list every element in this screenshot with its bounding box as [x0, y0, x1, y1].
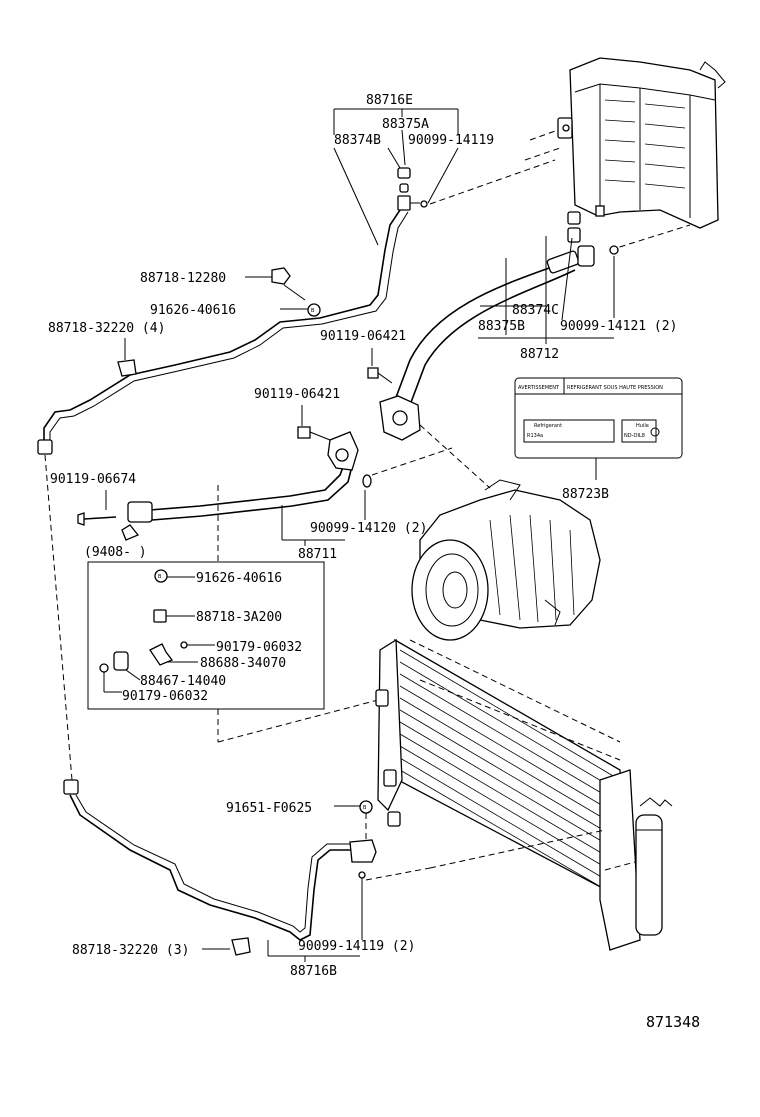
label-88374C: 88374C	[512, 303, 559, 318]
label-90099-14119-2: 90099-14119 (2)	[298, 939, 415, 954]
label-91626-40616-box: 91626-40616	[196, 571, 282, 586]
label-88712: 88712	[520, 347, 559, 362]
refrigerant-caption: Refrigerant	[534, 423, 562, 429]
compressor	[411, 479, 601, 641]
label-9408: (9408- )	[84, 545, 147, 560]
bolt-90119-06674: 90119-06674	[50, 472, 136, 526]
label-90099-14121: 90099-14121 (2)	[560, 319, 677, 334]
label-90119-06421-a: 90119-06421	[320, 329, 406, 344]
warning-label-88723B: AVERTISSEMENT REFRIGERANT SOUS HAUTE PRE…	[514, 377, 683, 502]
pipe-88716B: 90099-14119 (2) 88716B	[63, 779, 415, 979]
evaporator-unit	[524, 57, 726, 251]
label-88718-32220-4: 88718-32220 (4)	[48, 321, 165, 336]
label-91651-F0625: 91651-F0625	[226, 801, 312, 816]
label-88375A: 88375A	[382, 117, 429, 132]
label-88718-3A200: 88718-3A200	[196, 610, 282, 625]
label-90119-06421-b: 90119-06421	[254, 387, 340, 402]
label-88716B: 88716B	[290, 964, 337, 979]
pipe-88716E	[37, 209, 409, 781]
label-88375B: 88375B	[478, 319, 525, 334]
bolt-90119-06421-a: 90119-06421	[320, 329, 406, 384]
label-90099-14120: 90099-14120 (2)	[310, 521, 427, 536]
label-90119-06674: 90119-06674	[50, 472, 136, 487]
label-88723B: 88723B	[562, 487, 609, 502]
bolt-90119-06421-b: 90119-06421	[254, 387, 340, 441]
warning-header-left: AVERTISSEMENT	[518, 385, 560, 391]
warning-header-right: REFRIGERANT SOUS HAUTE PRESSION	[567, 385, 663, 391]
bolt-symbol: B	[311, 308, 315, 314]
hose-88712	[379, 211, 619, 489]
bolt-symbol-cond: B	[363, 805, 367, 811]
oil-caption: Huile	[636, 423, 649, 429]
clip-88718-32220-4: 88718-32220 (4)	[48, 321, 165, 377]
label-88711: 88711	[298, 547, 337, 562]
label-90099-14119-top: 90099-14119	[408, 133, 494, 148]
clamp-88718-12280: 88718-12280	[140, 267, 306, 301]
bolt-91626-40616-top: 91626-40616 B	[150, 303, 321, 318]
label-88718-32220-3: 88718-32220 (3)	[72, 943, 189, 958]
label-91626-40616-top: 91626-40616	[150, 303, 236, 318]
hose-88711: 90099-14120 (2) 88711	[121, 431, 453, 562]
label-88374B: 88374B	[334, 133, 381, 148]
label-88688-34070: 88688-34070	[200, 656, 286, 671]
group-88716E: 88716E 88375A 88374B 90099-14119	[333, 93, 494, 246]
fitting-88375A-88374B	[397, 159, 556, 211]
detail-box-9408: (9408- ) B 91626-40616 88718-3A200 90179…	[84, 485, 379, 743]
label-88716E: 88716E	[366, 93, 413, 108]
refrigerant-value: R134a	[527, 433, 543, 439]
oil-value: ND-OIL8	[624, 433, 645, 439]
label-90179-06032-b: 90179-06032	[122, 689, 208, 704]
label-88467-14040: 88467-14040	[140, 674, 226, 689]
bolt-91651-F0625: 91651-F0625 B	[226, 800, 606, 881]
bolt-symbol-box: B	[158, 574, 162, 580]
group-88712: 88374C 88375B 90099-14121 (2) 88712	[478, 236, 677, 362]
condenser	[375, 638, 673, 951]
label-90179-06032-a: 90179-06032	[216, 640, 302, 655]
clip-88718-32220-3: 88718-32220 (3)	[72, 937, 251, 958]
label-88718-12280: 88718-12280	[140, 271, 226, 286]
diagram-number: 871348	[646, 1013, 700, 1031]
